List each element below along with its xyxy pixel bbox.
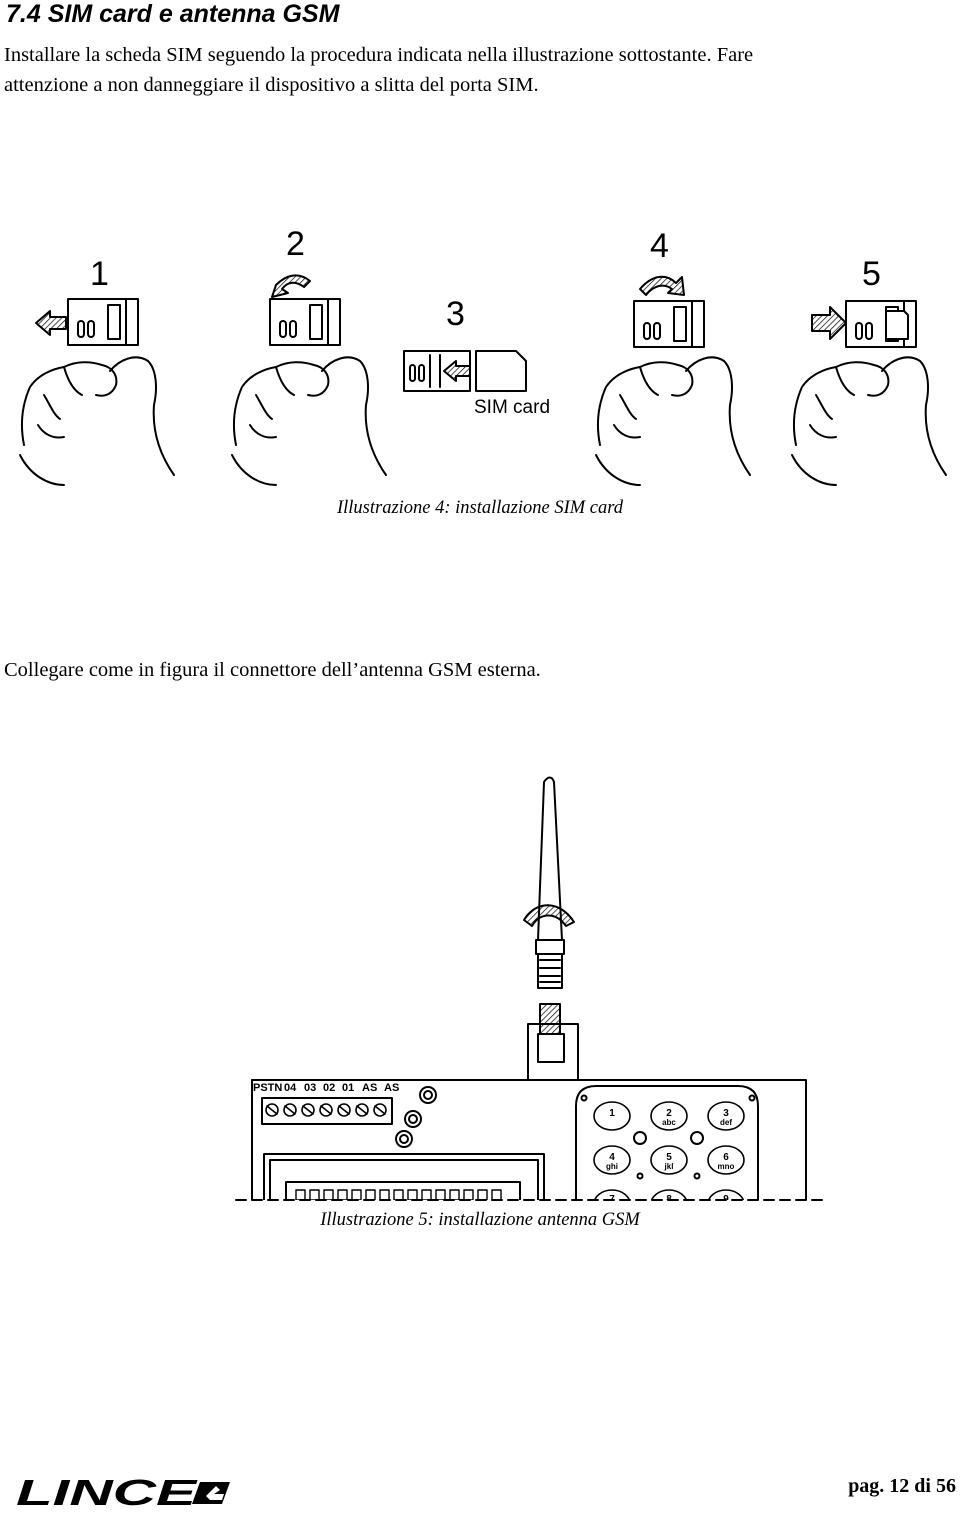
terminal-label-pstn: PSTN [253, 1082, 282, 1094]
step-1-drawing [19, 298, 175, 486]
key-3-letters: def [720, 1118, 732, 1127]
rotate-left-arrow-icon [271, 274, 311, 298]
step-4-label: 4 [650, 227, 669, 265]
keypad: 1 2 abc 3 def 4 ghi 5 jkl 6 mno 7 8 9 [575, 1085, 759, 1210]
step-5-label: 5 [862, 255, 881, 293]
terminal-label-04: 04 [284, 1082, 297, 1094]
antenna-paragraph: Collegare come in figura il connettore d… [4, 659, 541, 681]
antenna [523, 776, 575, 989]
step-3-label: 3 [446, 295, 465, 333]
step-5-drawing [791, 300, 947, 486]
section-title: 7.4 SIM card e antenna GSM [6, 0, 340, 28]
sim-installation-illustration: 1 2 3 4 5 SIM card [19, 225, 947, 486]
rotate-arrow-icon [523, 904, 575, 927]
terminal-label-03: 03 [304, 1082, 316, 1094]
key-4-letters: ghi [606, 1162, 618, 1171]
arrow-left-icon [35, 310, 67, 336]
key-5-letters: jkl [664, 1162, 674, 1171]
figure-5-caption: Illustrazione 5: installazione antenna G… [320, 1210, 640, 1230]
round-connectors [395, 1086, 437, 1148]
step-2-drawing [231, 274, 387, 486]
intro-line-2: attenzione a non danneggiare il disposit… [4, 74, 539, 96]
step-4-drawing [595, 275, 751, 486]
step-3-drawing: SIM card [403, 350, 550, 418]
connector-strip [263, 1153, 545, 1201]
board-outline [251, 1079, 807, 1201]
terminal-label-as-1: AS [362, 1082, 377, 1094]
rotate-right-arrow-icon [639, 275, 685, 296]
intro-paragraph: Installare la scheda SIM seguendo la pro… [4, 40, 954, 100]
key-6-number: 6 [723, 1152, 729, 1163]
lince-logo: LINCE [16, 1474, 230, 1510]
arrow-left-icon [443, 360, 471, 382]
key-1-number: 1 [609, 1108, 615, 1119]
intro-line-1: Installare la scheda SIM seguendo la pro… [4, 44, 754, 66]
sim-card-label: SIM card [474, 397, 550, 418]
terminal-label-02: 02 [323, 1082, 335, 1094]
terminal-label-01: 01 [342, 1082, 354, 1094]
terminal-block [261, 1097, 393, 1125]
sim-card-shape [475, 350, 527, 392]
figure-4-caption: Illustrazione 4: installazione SIM card [336, 498, 624, 518]
step-2-label: 2 [286, 225, 305, 263]
key-6-letters: mno [718, 1162, 735, 1171]
terminal-label-as-2: AS [384, 1082, 399, 1094]
key-3-number: 3 [723, 1108, 729, 1119]
key-4-number: 4 [609, 1152, 615, 1163]
key-2-number: 2 [666, 1108, 672, 1119]
antenna-installation-illustration: PSTN 04 03 02 01 AS AS [230, 776, 850, 1210]
antenna-connector [527, 1003, 579, 1081]
step-1-label: 1 [90, 255, 109, 293]
logo-wordmark: LINCE [16, 1474, 198, 1510]
key-2-letters: abc [662, 1118, 676, 1127]
page-number: pag. 12 di 56 [848, 1475, 956, 1497]
key-5-number: 5 [666, 1152, 672, 1163]
arrow-right-icon [811, 306, 847, 340]
